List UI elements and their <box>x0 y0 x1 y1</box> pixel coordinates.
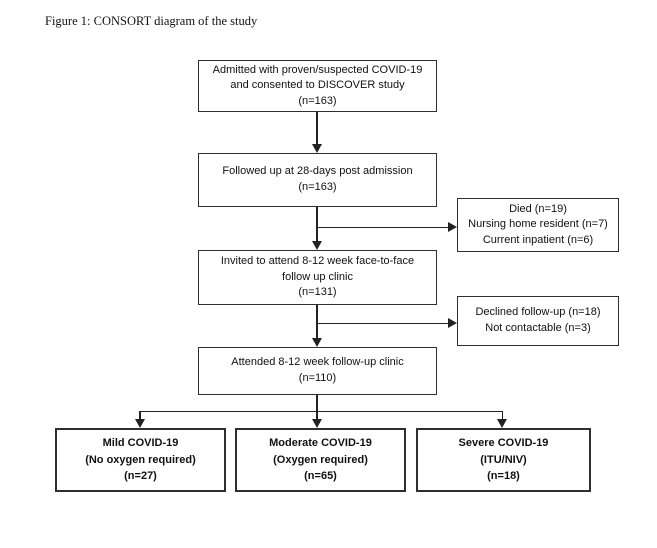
arrowhead-admitted-to-followed-icon <box>311 144 322 153</box>
box-moderate-covid: Moderate COVID-19 (Oxygen required) (n=6… <box>235 428 406 492</box>
connector-attended-stem <box>316 395 318 412</box>
box-mild-covid-line-3: (n=27) <box>124 470 157 483</box>
box-excluded-before-clinic-line-1: Declined follow-up (n=18) <box>475 306 601 319</box>
box-excluded-before-clinic-line-2: Not contactable (n=3) <box>485 322 591 334</box>
connector-drop-severe <box>501 410 504 421</box>
box-severe-covid-line-2: (ITU/NIV) <box>480 453 527 466</box>
box-mild-covid-line-2: (No oxygen required) <box>85 453 196 466</box>
box-admitted-line-2: and consented to DISCOVER study <box>230 79 405 92</box>
connector-admitted-to-followed <box>316 112 318 145</box>
box-severe-covid-line-3: (n=18) <box>487 470 520 483</box>
connector-invited-to-attended <box>316 305 318 339</box>
box-followed-up-line-1: Followed up at 28-days post admission <box>222 165 413 178</box>
box-severe-covid-line-1: Severe COVID-19 <box>458 437 549 450</box>
connector-branch-excluded-28-days <box>317 226 448 229</box>
arrowhead-drop-moderate-icon <box>311 419 322 428</box>
box-mild-covid: Mild COVID-19 (No oxygen required) (n=27… <box>55 428 226 492</box>
box-moderate-covid-line-3: (n=65) <box>304 470 337 483</box>
box-invited-clinic-line-1: Invited to attend 8-12 week face-to-face <box>220 255 415 268</box>
box-attended-clinic: Attended 8-12 week follow-up clinic (n=1… <box>198 347 437 395</box>
box-moderate-covid-line-1: Moderate COVID-19 <box>269 437 372 450</box>
box-mild-covid-line-1: Mild COVID-19 <box>102 437 179 450</box>
box-excluded-after-28-days-line-1: Died (n=19) <box>509 202 567 215</box>
box-attended-clinic-line-2: (n=110) <box>298 372 337 384</box>
box-admitted-line-3: (n=163) <box>298 94 337 107</box>
figure-title: Figure 1: CONSORT diagram of the study <box>45 14 258 28</box>
box-moderate-covid-line-2: (Oxygen required) <box>273 453 368 466</box>
box-invited-clinic-line-3: (n=131) <box>298 286 337 299</box>
box-excluded-after-28-days-line-3: Current inpatient (n=6) <box>482 233 594 246</box>
connector-followed-to-invited <box>316 207 318 242</box>
box-admitted: Admitted with proven/suspected COVID-19 … <box>198 60 437 112</box>
box-excluded-before-clinic: Declined follow-up (n=18) Not contactabl… <box>457 296 619 346</box>
arrowhead-drop-severe-icon <box>496 419 507 428</box>
connector-drop-mild <box>139 410 141 421</box>
arrowhead-followed-to-invited-icon <box>311 241 322 250</box>
arrowhead-drop-mild-icon <box>134 419 145 428</box>
box-invited-clinic: Invited to attend 8-12 week face-to-face… <box>198 250 437 305</box>
arrowhead-branch-excluded-28-days-icon <box>448 222 457 232</box>
box-severe-covid: Severe COVID-19 (ITU/NIV) (n=18) <box>416 428 591 492</box>
box-excluded-after-28-days: Died (n=19) Nursing home resident (n=7) … <box>457 198 619 252</box>
connector-outcome-splitter <box>139 410 504 413</box>
box-followed-up-line-2: (n=163) <box>298 181 337 193</box>
box-excluded-after-28-days-line-2: Nursing home resident (n=7) <box>468 218 608 231</box>
connector-drop-moderate <box>316 410 318 421</box>
arrowhead-branch-excluded-clinic-icon <box>448 318 457 328</box>
box-followed-up: Followed up at 28-days post admission (n… <box>198 153 437 207</box>
arrowhead-invited-to-attended-icon <box>311 338 322 347</box>
box-invited-clinic-line-2: follow up clinic <box>282 270 353 283</box>
box-attended-clinic-line-1: Attended 8-12 week follow-up clinic <box>231 356 404 369</box>
box-admitted-line-1: Admitted with proven/suspected COVID-19 <box>212 63 423 76</box>
connector-branch-excluded-clinic <box>317 322 448 325</box>
